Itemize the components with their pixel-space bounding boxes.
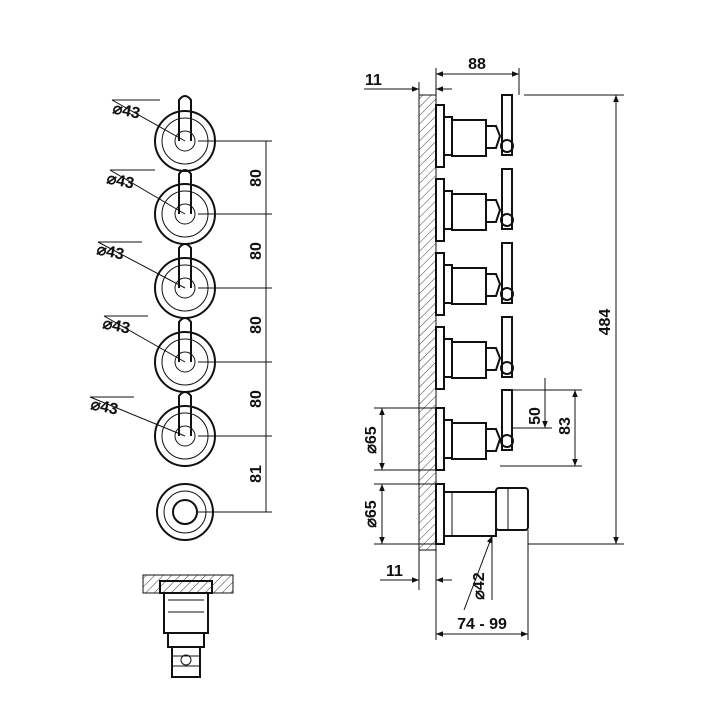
front-handle-1 bbox=[154, 95, 216, 172]
spacing-label-3: 80 bbox=[248, 316, 265, 334]
top-depth-label: 88 bbox=[468, 56, 486, 73]
handle-dimensions bbox=[500, 378, 582, 467]
rosette-diameter-label-1: ⌀65 bbox=[363, 426, 380, 454]
front-diameter-label-5: ⌀43 bbox=[89, 396, 119, 418]
front-handle-4 bbox=[154, 317, 216, 393]
side-handle-5 bbox=[435, 389, 514, 471]
spacing-label-1: 80 bbox=[248, 169, 265, 187]
front-view: ⌀43 ⌀43 ⌀43 ⌀43 ⌀43 80 80 80 80 81 bbox=[89, 95, 272, 678]
spacing-dimension-lines bbox=[198, 140, 272, 513]
lever-length-label: 50 bbox=[527, 407, 544, 425]
diameter-leaders bbox=[89, 99, 186, 437]
spacing-label-4: 80 bbox=[248, 390, 265, 408]
front-diameter-label-3: ⌀43 bbox=[95, 241, 125, 263]
top-wall-label: 11 bbox=[365, 72, 382, 89]
spacing-label-2: 80 bbox=[248, 242, 265, 260]
side-handle-4 bbox=[435, 316, 514, 390]
front-diameter-label-1: ⌀43 bbox=[111, 100, 141, 122]
side-spout bbox=[435, 483, 529, 545]
rosette-diameter-label-2: ⌀65 bbox=[363, 500, 380, 528]
bottom-wall-label: 11 bbox=[386, 563, 403, 580]
side-handle-2 bbox=[435, 168, 514, 242]
top-dimensions bbox=[364, 68, 520, 95]
lever-total-label: 83 bbox=[557, 417, 574, 435]
spout-section-view bbox=[142, 574, 234, 678]
front-handle-3 bbox=[154, 243, 216, 319]
spacing-label-5: 81 bbox=[248, 465, 265, 483]
front-diameter-label-4: ⌀43 bbox=[101, 315, 131, 337]
side-handle-1 bbox=[435, 94, 514, 168]
side-view: 11 88 484 50 83 ⌀65 ⌀65 bbox=[363, 56, 624, 640]
front-handle-2 bbox=[154, 169, 216, 245]
bottom-dimensions bbox=[380, 530, 529, 640]
wall-section bbox=[418, 94, 437, 551]
total-height-dimension bbox=[524, 94, 624, 545]
spout-range-label: 74 - 99 bbox=[457, 616, 507, 633]
spout-diameter-label: ⌀42 bbox=[471, 572, 488, 600]
front-diameter-label-2: ⌀43 bbox=[105, 170, 135, 192]
rosette-dimensions bbox=[374, 407, 436, 545]
total-height-label: 484 bbox=[597, 309, 614, 336]
side-handle-3 bbox=[435, 242, 514, 316]
front-handle-5 bbox=[154, 391, 216, 467]
